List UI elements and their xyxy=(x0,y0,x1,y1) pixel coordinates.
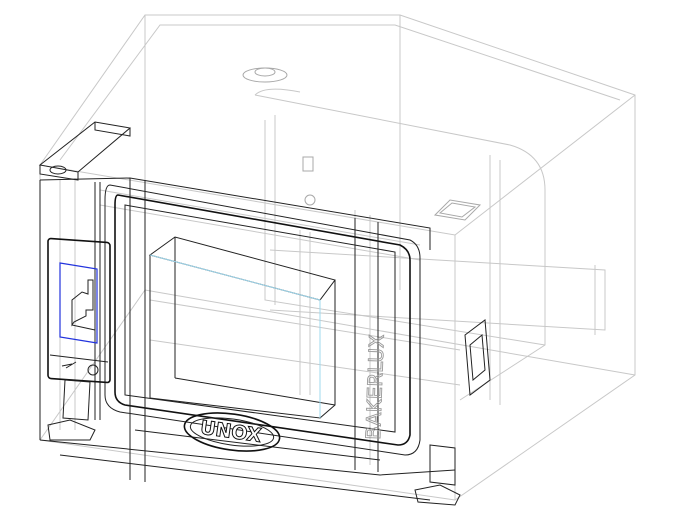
outer-housing xyxy=(39,14,636,501)
svg-text:BAKERLUX: BAKERLUX xyxy=(361,334,389,441)
control-panel xyxy=(47,237,111,384)
feet xyxy=(47,319,491,506)
svg-text:UNOX: UNOX xyxy=(199,417,263,447)
control-knob xyxy=(87,364,99,376)
front-frame xyxy=(39,177,456,501)
display-screen xyxy=(59,262,98,344)
door-glass xyxy=(148,236,336,419)
bakerlux-lettering: BAKERLUX xyxy=(361,333,390,441)
top-left-bracket xyxy=(38,121,132,181)
